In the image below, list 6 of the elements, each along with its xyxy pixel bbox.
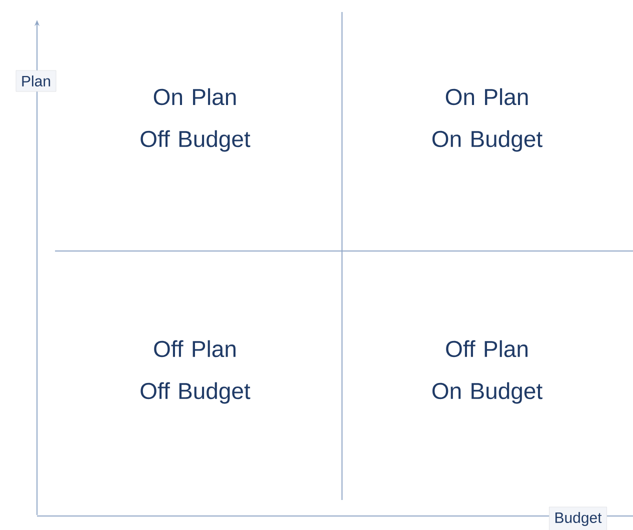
quadrant-label: On Plan Off Budget [140, 88, 250, 152]
quadrant-label: On Plan On Budget [432, 88, 542, 152]
quadrant-label: Off Plan Off Budget [140, 340, 250, 404]
quadrant-label: Off Plan On Budget [432, 340, 542, 404]
axis-label: Budget [549, 506, 607, 530]
axis-label: Plan [16, 70, 56, 92]
